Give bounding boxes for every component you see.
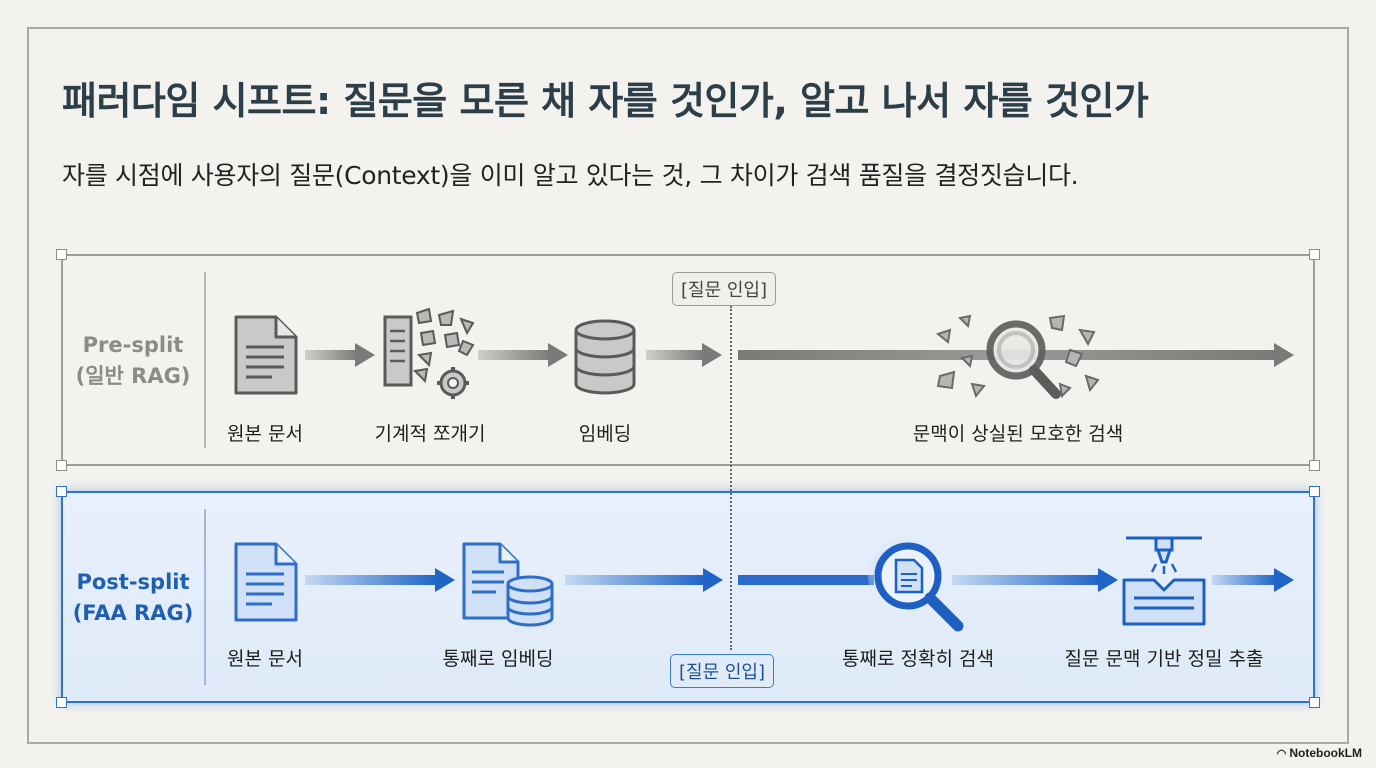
post-node-label: 원본 문서	[227, 648, 303, 670]
flow-arrow	[305, 568, 455, 592]
resize-handle	[56, 697, 67, 708]
flow-arrow	[305, 343, 375, 367]
post-split-label: Post-split (FAA RAG)	[63, 567, 203, 629]
pre-node-label: 임베딩	[578, 423, 632, 445]
pre-node-label: 기계적 쪼개기	[374, 423, 486, 445]
row-divider	[204, 272, 206, 448]
flow-arrow	[1212, 568, 1294, 592]
pre-node-label: 원본 문서	[227, 423, 303, 445]
notebooklm-logo-icon: ◠	[1276, 748, 1287, 760]
resize-handle	[1309, 249, 1320, 260]
pre-split-label: Pre-split (일반 RAG)	[63, 330, 203, 392]
post-node-label: 통째로 임베딩	[442, 648, 554, 670]
shredder-icon	[383, 307, 475, 399]
resize-handle	[1309, 697, 1320, 708]
blurred-search-icon	[935, 314, 1100, 399]
flow-arrow	[738, 575, 874, 585]
document-database-icon	[462, 542, 554, 627]
post-node-label: 질문 문맥 기반 정밀 추출	[1064, 648, 1264, 670]
post-split-label-line2: (FAA RAG)	[72, 601, 194, 625]
resize-handle	[56, 460, 67, 471]
branding-text: NotebookLM	[1289, 746, 1362, 760]
pre-split-label-line1: Pre-split	[82, 333, 184, 357]
slide-frame	[27, 27, 1349, 744]
post-split-label-line1: Post-split	[76, 570, 190, 594]
extraction-press-icon	[1122, 536, 1206, 626]
resize-handle	[1309, 486, 1320, 497]
document-icon	[234, 315, 298, 395]
resize-handle	[56, 249, 67, 260]
document-icon	[234, 542, 298, 622]
pre-split-label-line2: (일반 RAG)	[75, 364, 191, 388]
magnifier-icon	[868, 536, 964, 632]
resize-handle	[1309, 460, 1320, 471]
query-injection-line	[730, 306, 732, 650]
database-icon	[574, 319, 636, 395]
query-injection-tag-bottom: [질문 인입]	[670, 654, 775, 688]
page-subtitle: 자를 시점에 사용자의 질문(Context)을 이미 알고 있다는 것, 그 …	[62, 161, 1079, 190]
post-node-label: 통째로 정확히 검색	[842, 648, 994, 670]
notebooklm-branding: ◠NotebookLM	[1277, 746, 1362, 760]
pre-split-panel: Pre-split (일반 RAG)	[56, 249, 1320, 471]
flow-arrow	[478, 343, 568, 367]
flow-arrow	[952, 568, 1118, 592]
row-divider	[204, 509, 206, 685]
query-injection-tag-top: [질문 인입]	[672, 272, 777, 306]
flow-arrow	[646, 343, 722, 367]
resize-handle	[56, 486, 67, 497]
flow-arrow	[565, 568, 723, 592]
page-title: 패러다임 시프트: 질문을 모른 채 자를 것인가, 알고 나서 자를 것인가	[62, 79, 1149, 123]
pre-node-label: 문맥이 상실된 모호한 검색	[912, 423, 1124, 445]
